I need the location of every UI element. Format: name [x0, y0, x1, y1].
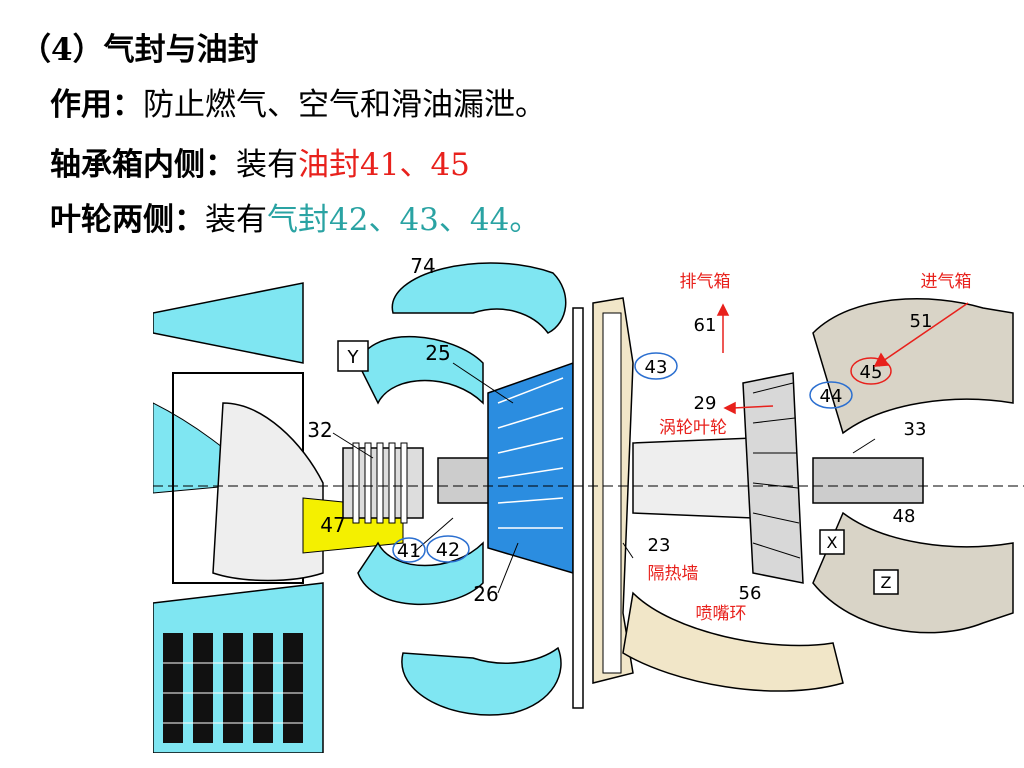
- part-56: 56: [739, 583, 762, 604]
- part-44: 44: [820, 386, 843, 407]
- bearing-fins: [352, 442, 408, 524]
- oil-seal-45-circle: [850, 357, 892, 385]
- nozzle-ring-casing: [622, 591, 844, 692]
- nozzle-ring-label: 喷嘴环: [696, 604, 747, 624]
- turbine-wheel: [742, 372, 804, 584]
- part-45: 45: [860, 362, 883, 383]
- exhaust-box-label: 排气箱: [680, 272, 731, 292]
- volute-lower: [401, 646, 562, 716]
- part-29: 29: [694, 393, 717, 414]
- impeller-line: 叶轮两侧：装有气封42、43、44。: [50, 200, 540, 240]
- turbine-shaft-hub: [632, 437, 754, 519]
- purpose-line: 作用：防止燃气、空气和滑油漏泄。: [50, 85, 546, 125]
- silencer-plates: [163, 633, 303, 743]
- air-seal-42-circle: [426, 535, 470, 563]
- section-heading: （4）气封与油封: [20, 32, 259, 68]
- part-61: 61: [694, 315, 717, 336]
- air-inlet-duct: [153, 282, 304, 364]
- bearing-box-line: 轴承箱内侧：装有油封41、45: [50, 145, 470, 185]
- impeller-text: 装有: [205, 202, 267, 238]
- turbine-bearing: [812, 457, 924, 504]
- impeller-blades: [497, 377, 564, 529]
- air-seal-43-circle: [634, 352, 678, 380]
- air-seal-44-circle: [809, 381, 853, 409]
- intake-casing-upper: [812, 298, 1014, 435]
- impeller-label: 叶轮两侧：: [50, 202, 205, 238]
- oil-seal-41-circle: [392, 537, 426, 563]
- part-48: 48: [893, 506, 916, 527]
- part-23: 23: [648, 535, 671, 556]
- compressor-inlet-lower: [357, 541, 484, 606]
- letter-z-box: [873, 569, 899, 595]
- part-43: 43: [645, 357, 668, 378]
- part-25: 25: [425, 341, 450, 365]
- turbocharger-cross-section: Y X Z 74 25 32 47 26 61 29 23 56 51 33 4…: [153, 253, 1024, 753]
- shaft-sleeve: [437, 457, 494, 504]
- red-arrows: [716, 302, 969, 415]
- bearing-box-label: 轴承箱内侧：: [50, 147, 236, 183]
- part-42: 42: [436, 539, 460, 561]
- turbine-casing-plate: [602, 312, 622, 674]
- letter-y: Y: [347, 347, 360, 368]
- letter-y-box: [337, 340, 369, 372]
- purpose-label: 作用：: [50, 87, 143, 123]
- bearing-housing: [172, 372, 304, 584]
- air-seal-highlight: 气封42、43、44。: [267, 202, 541, 238]
- compressor-casing-wall: [572, 307, 584, 709]
- part-32: 32: [307, 418, 332, 442]
- leader-lines: [332, 362, 876, 594]
- part-26: 26: [473, 582, 498, 606]
- part-51: 51: [910, 311, 933, 332]
- intake-box-label: 进气箱: [921, 272, 972, 292]
- letter-x-box: [819, 529, 845, 555]
- part-74: 74: [410, 254, 435, 278]
- bearing-box-text: 装有: [236, 147, 298, 183]
- intake-casing-lower: [812, 511, 1014, 634]
- letter-x: X: [827, 533, 838, 552]
- part-47: 47: [320, 513, 345, 537]
- oil-seal-highlight: 油封41、45: [298, 147, 470, 183]
- volute-upper: [391, 262, 567, 334]
- letter-z: Z: [881, 573, 892, 592]
- silencer-plate-lines: [163, 662, 303, 724]
- purpose-text: 防止燃气、空气和滑油漏泄。: [143, 87, 546, 123]
- heat-shield-label: 隔热墙: [648, 564, 699, 584]
- turbine-wheel-label: 涡轮叶轮: [659, 418, 727, 438]
- part-41: 41: [397, 540, 421, 562]
- part-33: 33: [904, 419, 927, 440]
